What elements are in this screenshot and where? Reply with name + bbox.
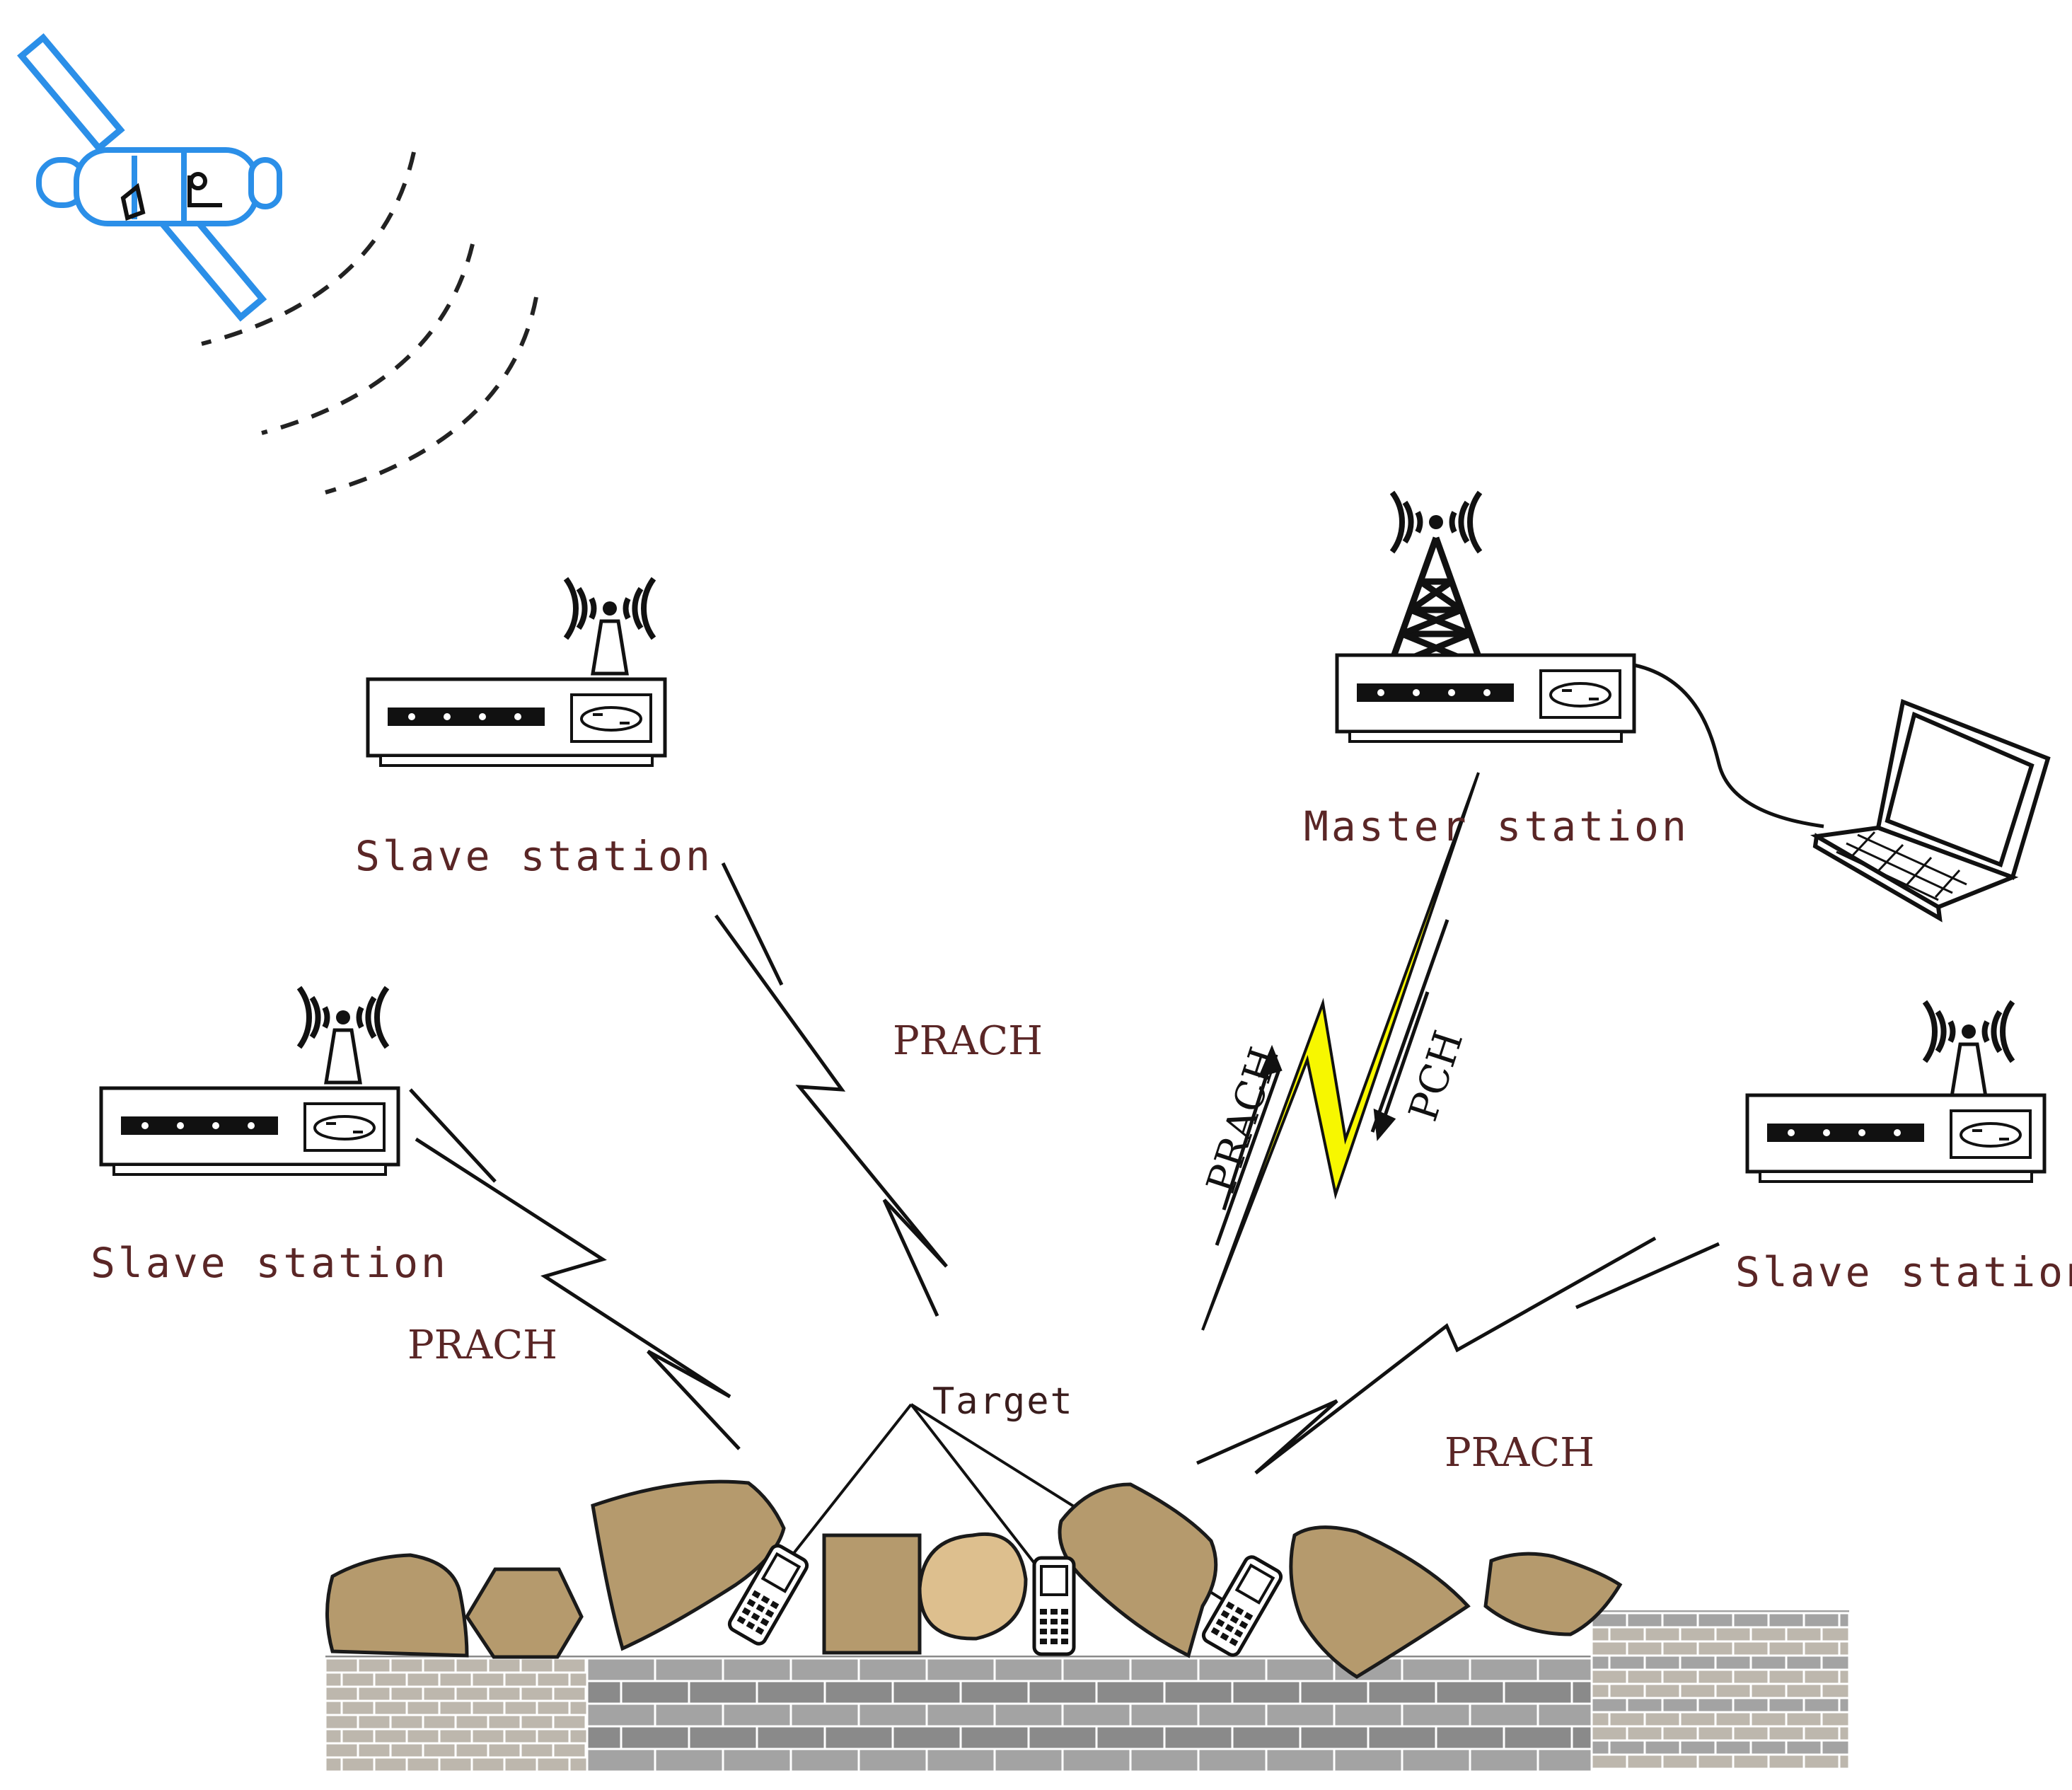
rubble-rocks [325, 1479, 1623, 1679]
link-master [1201, 772, 1480, 1331]
prach-master-label: PRACH [1198, 1042, 1287, 1199]
phone-icon [1034, 1558, 1074, 1654]
link-left-slave [409, 1088, 741, 1450]
slave-station-right-label: Slave station [1735, 1248, 2072, 1296]
satellite-signal-arcs [201, 151, 538, 495]
router-icon [1337, 655, 1634, 741]
router-icon [368, 679, 665, 766]
laptop-icon [1810, 698, 2051, 923]
slave-station-top-label: Slave station [355, 832, 713, 880]
prach-left-label: PRACH [407, 1322, 557, 1368]
slave-station-right [1747, 1002, 2044, 1182]
slave-station-left-label: Slave station [91, 1239, 448, 1287]
prach-top-label: PRACH [893, 1018, 1043, 1064]
prach-right-label: PRACH [1445, 1430, 1594, 1476]
master-station-label: Master station [1304, 802, 1689, 850]
router-icon [1747, 1095, 2044, 1182]
slave-station-top [368, 579, 665, 766]
stone-wall [324, 1610, 1851, 1773]
target-label: Target [932, 1380, 1074, 1423]
tower-icon [1392, 492, 1480, 660]
link-top-slave [714, 862, 948, 1317]
satellite-icon [17, 33, 282, 322]
slave-station-left [101, 988, 398, 1174]
link-right-slave [1196, 1236, 1720, 1474]
router-icon [101, 1088, 398, 1174]
master-station [1337, 492, 1824, 828]
